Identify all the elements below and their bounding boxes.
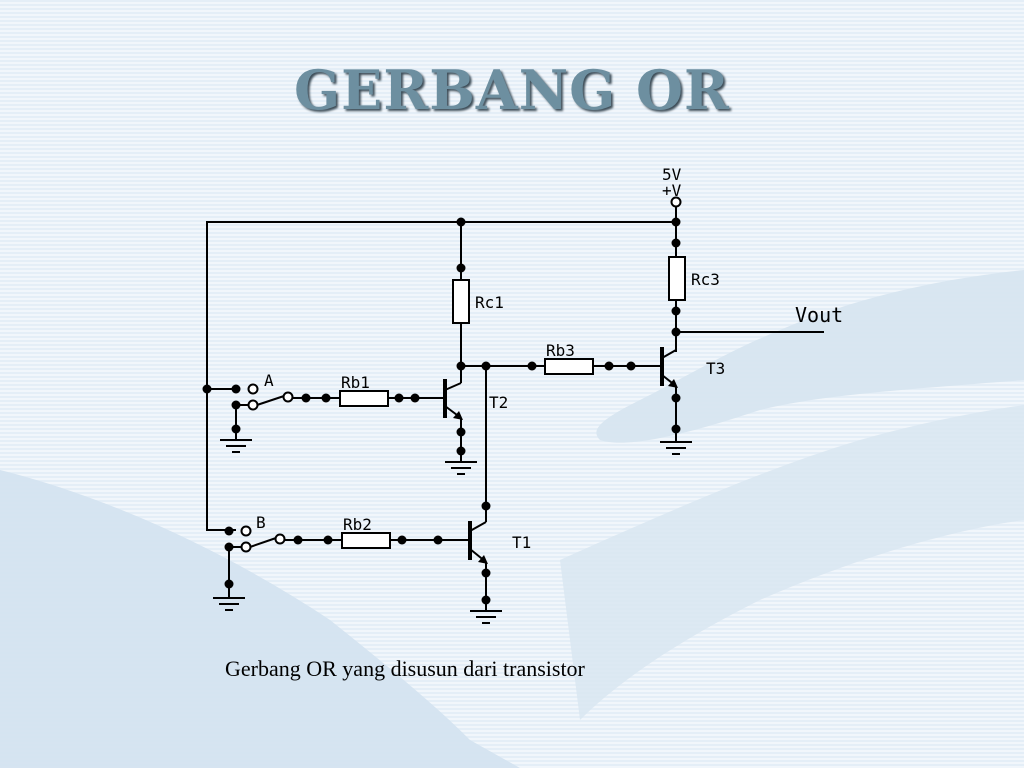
rb2-label: Rb2 bbox=[343, 515, 372, 534]
t1-emitter-arrow bbox=[478, 555, 488, 564]
supply-terminal bbox=[670, 196, 682, 208]
junction-dot bbox=[394, 393, 404, 403]
background-hand-wrist bbox=[560, 405, 1024, 720]
junction-dot bbox=[671, 238, 681, 248]
t2-emitter-arrow bbox=[453, 411, 463, 420]
rb3-label: Rb3 bbox=[546, 341, 575, 360]
rc1-label: Rc1 bbox=[475, 293, 504, 312]
rb1-label: Rb1 bbox=[341, 373, 370, 392]
junction-dot bbox=[224, 526, 234, 536]
junction-dot bbox=[481, 595, 491, 605]
supply-voltage-label: 5V bbox=[662, 165, 682, 184]
junction-dot bbox=[456, 263, 466, 273]
output-label: Vout bbox=[795, 303, 843, 327]
switch-b-top-contact bbox=[240, 525, 252, 537]
t1-collector-leg bbox=[469, 521, 487, 532]
junction-dot bbox=[301, 393, 311, 403]
t3-collector-leg bbox=[661, 349, 677, 359]
background-hand-right bbox=[596, 270, 1024, 443]
background-hand-left bbox=[0, 470, 520, 768]
rb2-resistor bbox=[341, 532, 391, 549]
rb3-resistor bbox=[544, 358, 594, 375]
slide-title: GERBANG OR bbox=[294, 58, 730, 122]
junction-dot bbox=[481, 501, 491, 511]
junction-dot bbox=[671, 393, 681, 403]
junction-dot bbox=[604, 361, 614, 371]
t3-label: T3 bbox=[706, 359, 725, 378]
junction-dot bbox=[456, 217, 466, 227]
junction-dot bbox=[671, 306, 681, 316]
junction-dot bbox=[231, 400, 241, 410]
switch-b-pivot-contact bbox=[274, 533, 286, 545]
junction-dot bbox=[456, 361, 466, 371]
junction-dot bbox=[397, 535, 407, 545]
switch-a-lever bbox=[256, 395, 285, 406]
junction-dot bbox=[671, 217, 681, 227]
switch-a-pivot-contact bbox=[282, 391, 294, 403]
rc3-resistor bbox=[668, 256, 686, 301]
switch-a-top-contact bbox=[247, 383, 259, 395]
junction-dot bbox=[323, 535, 333, 545]
junction-dot bbox=[527, 361, 537, 371]
junction-dot bbox=[481, 568, 491, 578]
rc3-label: Rc3 bbox=[691, 270, 720, 289]
switch-a-label: A bbox=[264, 371, 274, 390]
top-rail-wire bbox=[206, 207, 677, 531]
junction-dot bbox=[224, 542, 234, 552]
figure-caption: Gerbang OR yang disusun dari transistor bbox=[225, 656, 585, 682]
t2-label: T2 bbox=[489, 393, 508, 412]
junction-dot bbox=[321, 393, 331, 403]
junction-dot bbox=[293, 535, 303, 545]
junction-dots bbox=[202, 217, 681, 605]
caption-text: Gerbang OR yang disusun dari transistor bbox=[225, 656, 585, 681]
junction-dot bbox=[481, 361, 491, 371]
junction-dot bbox=[456, 427, 466, 437]
junction-dot bbox=[224, 579, 234, 589]
t1-label: T1 bbox=[512, 533, 531, 552]
junction-dot bbox=[671, 424, 681, 434]
junction-dot bbox=[671, 327, 681, 337]
junction-dot bbox=[202, 384, 212, 394]
rc1-resistor bbox=[452, 279, 470, 324]
switch-b-lever bbox=[249, 537, 277, 548]
supply-polarity-label: +V bbox=[662, 181, 682, 200]
switch-b-bottom-contact bbox=[240, 541, 252, 553]
junction-dot bbox=[626, 361, 636, 371]
switch-a-bottom-contact bbox=[247, 399, 259, 411]
junction-dot bbox=[231, 384, 241, 394]
junction-dot bbox=[433, 535, 443, 545]
switch-b-label: B bbox=[256, 513, 266, 532]
junction-dot bbox=[410, 393, 420, 403]
t3-emitter-arrow bbox=[668, 379, 678, 388]
junction-dot bbox=[456, 446, 466, 456]
junction-dot bbox=[231, 424, 241, 434]
t2-collector-leg bbox=[444, 382, 462, 391]
rb1-resistor bbox=[339, 390, 389, 407]
